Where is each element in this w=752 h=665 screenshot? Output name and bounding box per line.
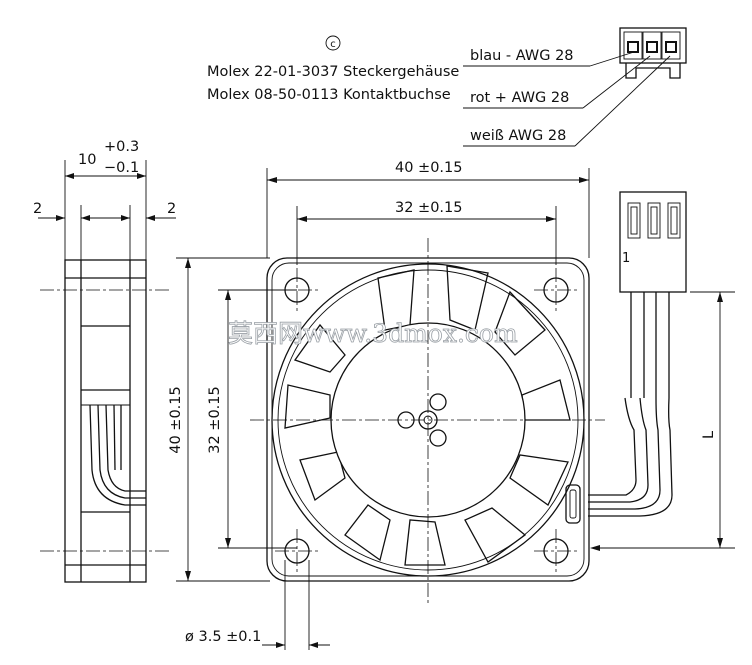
copyright-symbol: c xyxy=(325,35,341,51)
wire-white-label: weiß AWG 28 xyxy=(470,128,566,144)
flange-left-label: 2 xyxy=(33,201,42,217)
length-label: L xyxy=(701,431,717,439)
molex-housing-label: Molex 22-01-3037 Steckergehäuse xyxy=(207,64,459,80)
fan-front-view: 40 ±0.15 32 ±0.15 40 ±0.15 32 ±0.15 xyxy=(168,160,605,650)
cable-wires xyxy=(565,292,673,524)
fan-side-view: 10 +0.3 −0.1 2 2 xyxy=(33,139,176,583)
length-dimension: L xyxy=(590,291,735,551)
height-outer-label: 40 ±0.15 xyxy=(168,386,184,454)
connector-top-view xyxy=(619,27,687,79)
watermark-text: 莫西网www.3dmox.com xyxy=(228,319,518,348)
hole-diameter-label: ø 3.5 ±0.1 xyxy=(185,629,261,645)
height-holes-label: 32 ±0.15 xyxy=(207,386,223,454)
flange-right-label: 2 xyxy=(167,201,176,217)
width-outer-label: 40 ±0.15 xyxy=(395,160,463,176)
molex-contacts-label: Molex 08-50-0113 Kontaktbuchse xyxy=(207,87,451,103)
connector-side-view: 1 xyxy=(619,191,687,293)
thickness-minus-label: −0.1 xyxy=(104,160,139,176)
pin-one-label: 1 xyxy=(622,251,630,266)
width-holes-label: 32 ±0.15 xyxy=(395,200,463,216)
wire-blue-label: blau - AWG 28 xyxy=(470,48,574,64)
thickness-plus-label: +0.3 xyxy=(104,139,139,155)
wire-red-label: rot + AWG 28 xyxy=(470,90,569,106)
svg-text:c: c xyxy=(330,39,336,50)
thickness-nominal-label: 10 xyxy=(78,152,96,168)
